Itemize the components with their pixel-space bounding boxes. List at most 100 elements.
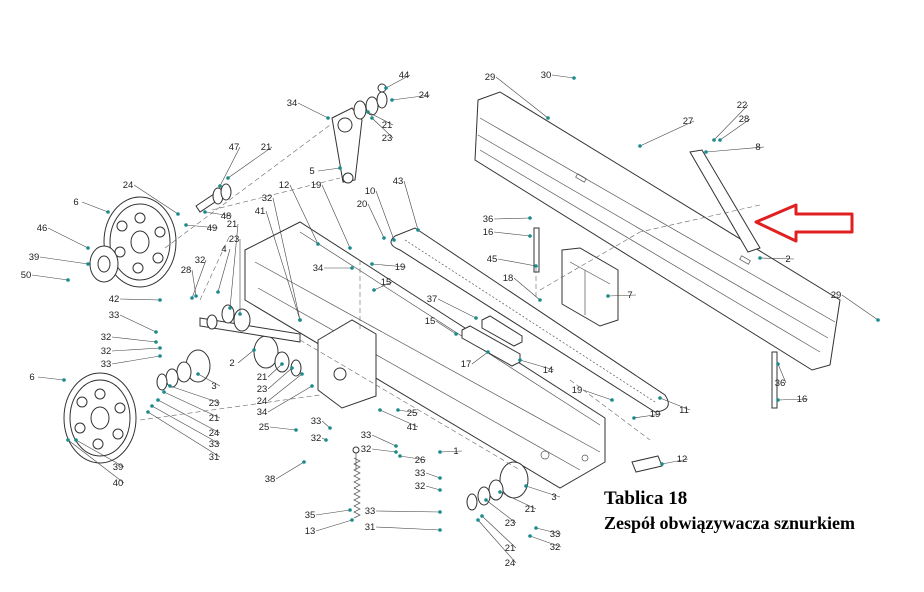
diagram-subtitle: Zespół obwiązywacza sznurkiem bbox=[604, 513, 855, 533]
callout-35: 35 bbox=[305, 508, 352, 521]
callout-number: 32 bbox=[550, 542, 561, 553]
callout-40: 40 bbox=[66, 438, 125, 489]
small-pulley bbox=[89, 245, 119, 283]
callout-number: 15 bbox=[381, 277, 392, 288]
callout-19: 19 bbox=[632, 409, 662, 420]
callout-41: 41 bbox=[255, 206, 302, 322]
callout-number: 21 bbox=[257, 372, 268, 383]
callout-number: 33 bbox=[209, 439, 220, 450]
callout-23: 23 bbox=[257, 366, 294, 395]
callout-39: 39 bbox=[74, 438, 125, 473]
callout-1: 1 bbox=[438, 446, 463, 457]
callout-number: 8 bbox=[755, 142, 760, 153]
callout-number: 23 bbox=[505, 518, 516, 529]
callout-23: 23 bbox=[229, 234, 242, 316]
drive-chain bbox=[390, 227, 669, 413]
callout-30: 30 bbox=[541, 70, 576, 81]
callout-number: 1 bbox=[453, 446, 458, 457]
callout-15: 15 bbox=[425, 316, 458, 336]
callout-number: 29 bbox=[831, 290, 842, 301]
red-arrow-pointer bbox=[754, 203, 854, 243]
callout-number: 31 bbox=[365, 522, 376, 533]
callout-number: 33 bbox=[109, 310, 120, 321]
callout-number: 19 bbox=[572, 385, 583, 396]
callout-number: 2 bbox=[229, 358, 234, 369]
callout-number: 24 bbox=[505, 558, 516, 569]
callout-38: 38 bbox=[265, 460, 306, 485]
top-washers bbox=[353, 83, 388, 120]
callout-number: 10 bbox=[365, 186, 376, 197]
callout-number: 36 bbox=[483, 214, 494, 225]
tube-12 bbox=[631, 455, 663, 473]
callout-5: 5 bbox=[309, 166, 342, 177]
callout-number: 32 bbox=[101, 346, 112, 357]
callout-number: 41 bbox=[407, 422, 418, 433]
callout-number: 12 bbox=[279, 180, 290, 191]
callout-number: 23 bbox=[209, 398, 220, 409]
callout-42: 42 bbox=[109, 294, 162, 305]
callout-6: 6 bbox=[73, 197, 110, 214]
callout-number: 24 bbox=[419, 90, 430, 101]
callout-11: 11 bbox=[658, 396, 691, 416]
callout-15: 15 bbox=[372, 277, 393, 292]
callout-17: 17 bbox=[461, 350, 490, 370]
callout-41: 41 bbox=[378, 408, 419, 433]
center-bracket bbox=[317, 319, 377, 409]
callout-number: 32 bbox=[101, 332, 112, 343]
callout-7: 7 bbox=[606, 290, 637, 301]
callout-number: 48 bbox=[221, 211, 232, 222]
callout-number: 16 bbox=[483, 227, 494, 238]
callout-18: 18 bbox=[503, 273, 542, 302]
callout-number: 22 bbox=[737, 100, 748, 111]
callout-number: 31 bbox=[209, 452, 220, 463]
left-hub-assembly bbox=[156, 335, 302, 391]
callout-number: 34 bbox=[257, 407, 268, 418]
upper-plate bbox=[474, 91, 841, 371]
callout-24: 24 bbox=[123, 180, 180, 216]
callout-4: 4 bbox=[216, 244, 231, 294]
callout-36: 36 bbox=[483, 214, 532, 225]
callout-23: 23 bbox=[370, 116, 394, 144]
callout-45: 45 bbox=[487, 254, 538, 268]
callout-number: 32 bbox=[361, 444, 372, 455]
callout-number: 33 bbox=[101, 359, 112, 370]
callout-number: 36 bbox=[775, 378, 786, 389]
callout-28: 28 bbox=[718, 114, 751, 142]
callout-number: 5 bbox=[309, 166, 314, 177]
callout-number: 30 bbox=[541, 70, 552, 81]
callout-32: 32 bbox=[190, 255, 207, 300]
pins bbox=[533, 227, 778, 409]
callout-number: 41 bbox=[255, 206, 266, 217]
callout-number: 7 bbox=[627, 290, 632, 301]
callout-number: 21 bbox=[382, 120, 393, 131]
callout-33: 33 bbox=[109, 310, 158, 334]
callout-number: 3 bbox=[551, 492, 556, 503]
callout-number: 44 bbox=[399, 70, 410, 81]
callout-20: 20 bbox=[357, 199, 386, 240]
callout-21: 21 bbox=[257, 362, 284, 383]
callout-32: 32 bbox=[528, 534, 562, 553]
callout-number: 4 bbox=[221, 244, 226, 255]
callout-number: 33 bbox=[365, 506, 376, 517]
callout-number: 33 bbox=[550, 529, 561, 540]
callout-23: 23 bbox=[168, 384, 221, 409]
lower-shaft bbox=[199, 304, 301, 343]
callout-21: 21 bbox=[226, 142, 273, 180]
callout-46: 46 bbox=[37, 223, 90, 250]
callout-31: 31 bbox=[146, 410, 221, 463]
callout-number: 14 bbox=[543, 365, 554, 376]
callout-12: 12 bbox=[279, 180, 320, 246]
callout-number: 19 bbox=[650, 409, 661, 420]
callout-33: 33 bbox=[361, 430, 398, 448]
upper-pulley bbox=[103, 196, 177, 288]
callout-number: 23 bbox=[257, 384, 268, 395]
callout-number: 32 bbox=[262, 193, 273, 204]
callout-number: 24 bbox=[257, 396, 268, 407]
callout-number: 24 bbox=[209, 428, 220, 439]
callout-number: 25 bbox=[259, 422, 270, 433]
callout-34: 34 bbox=[313, 263, 354, 274]
callout-23: 23 bbox=[484, 498, 517, 529]
callout-32: 32 bbox=[361, 444, 398, 455]
callout-number: 33 bbox=[361, 430, 372, 441]
